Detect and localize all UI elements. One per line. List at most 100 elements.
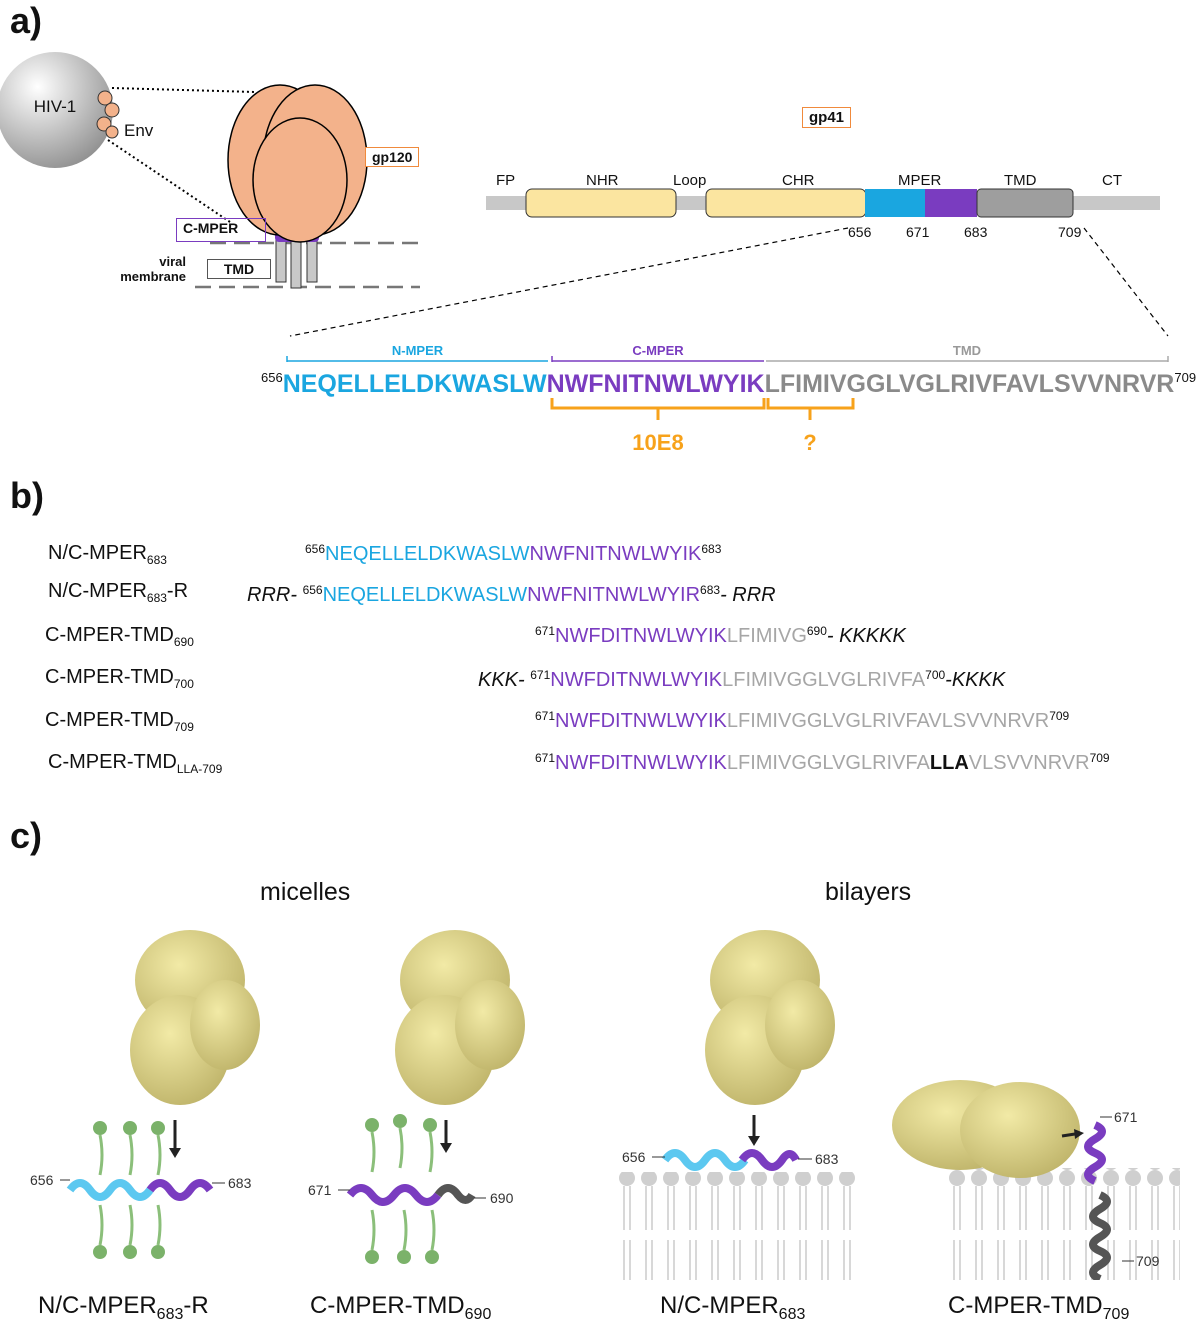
gp120-label: gp120 — [365, 147, 420, 167]
seq-prefix: KKK- — [478, 669, 525, 691]
bilayer-3 — [618, 1172, 860, 1280]
tick-683-a: 683 — [228, 1175, 252, 1191]
seq-suffix: - KKKKK — [826, 625, 906, 647]
peptide-name-text: C-MPER-TMD — [45, 709, 174, 731]
peptide-name: N/C-MPER683-R — [48, 580, 188, 605]
seq-tmd: LFIMIVGGLVGLRIVFA — [722, 669, 926, 691]
peptide-name-text: C-MPER-TMD — [45, 624, 174, 646]
micelles-heading: micelles — [260, 878, 351, 906]
bilayers-heading: bilayers — [825, 878, 912, 906]
region-nmper: N-MPER — [391, 343, 444, 358]
peptide-name-sub: 683 — [146, 553, 167, 567]
seq-cmper: NWFDITNWLWYIK — [555, 625, 727, 647]
seq-sup-start: 671 — [530, 668, 551, 682]
peptide-name-suffix: -R — [166, 580, 189, 602]
panel-label-a: a) — [10, 0, 43, 41]
viral-word: viral — [159, 254, 186, 269]
seq-end: 709 — [1174, 370, 1197, 385]
domain-tmd: TMD — [1004, 172, 1037, 189]
seq-sup-end: 690 — [806, 624, 827, 638]
virus-label: HIV-1 — [33, 97, 77, 116]
seq-cmper: NWFNITNWLWYIK — [529, 543, 702, 565]
peptide-name-text: C-MPER-TMD — [48, 751, 177, 773]
seq-sup-start: 671 — [535, 751, 556, 765]
seq-cmper: NWFDITNWLWYIK — [550, 669, 723, 691]
seq-tmd-rest: VLSVVNRVR — [968, 752, 1090, 774]
caption-text: C-MPER-TMD — [310, 1292, 465, 1319]
peptide-name-sub: 690 — [173, 635, 194, 649]
caption-sub: 709 — [1102, 1306, 1130, 1323]
region-cmper: C-MPER — [632, 343, 684, 358]
caption-text: N/C-MPER — [38, 1292, 157, 1319]
zoom-dash-left — [289, 227, 849, 337]
peptide-sequence: KKK- 671NWFDITNWLWYIKLFIMIVGGLVGLRIVFA70… — [478, 668, 1005, 692]
tick-671-b: 671 — [1114, 1109, 1138, 1125]
pos-656: 656 — [848, 224, 872, 240]
tmd-box-label: TMD — [207, 259, 271, 279]
peptide-name: C-MPER-TMD700 — [45, 666, 194, 691]
caption-4: C-MPER-TMD709 — [948, 1292, 1129, 1324]
seq-cmper: NWFNITNWLWYIR — [527, 584, 701, 606]
caption-sub: 683 — [778, 1306, 806, 1323]
peptide-name-sub: 683 — [146, 591, 167, 605]
peptide-sequence: 656NEQELLELDKWASLWNWFNITNWLWYIK683 — [305, 542, 721, 566]
tick-683-b: 683 — [815, 1151, 839, 1167]
bilayer-4 — [948, 1168, 1180, 1280]
epitope-bracket-10e8 — [550, 398, 766, 420]
seq-tmd: LFIMIVGGLVGLRIVFAVLSVVNRVR — [764, 370, 1175, 398]
panel-a-graphics — [0, 52, 1169, 420]
epitope-10e8: 10E8 — [632, 430, 684, 455]
seq-start: 656 — [261, 370, 283, 385]
seq-sup-end: 683 — [701, 542, 722, 556]
peptide-name-text: N/C-MPER — [48, 580, 147, 602]
seq-prefix: RRR- — [247, 584, 297, 606]
domain-fp: FP — [496, 172, 516, 189]
peptide-sequence: RRR- 656NEQELLELDKWASLWNWFNITNWLWYIR683-… — [247, 583, 776, 607]
domain-mper: MPER — [898, 172, 942, 189]
peptide-name: C-MPER-TMD690 — [45, 624, 194, 649]
tick-690: 690 — [490, 1190, 514, 1206]
tmd-domain — [976, 188, 1074, 218]
seq-sup-end: 683 — [700, 583, 721, 597]
seq-sup-start: 656 — [302, 583, 323, 597]
domain-loop: Loop — [673, 172, 707, 189]
seq-tmd: LFIMIVGGLVGLRIVFAVLSVVNRVR — [726, 710, 1050, 732]
seq-suffix: - RRR — [720, 584, 776, 606]
seq-cmper: NWFDITNWLWYIK — [555, 710, 727, 732]
domain-chr: CHR — [782, 172, 815, 189]
seq-tmd: LFIMIVGGLVGLRIVFA — [726, 752, 930, 774]
env-spikes — [96, 90, 120, 139]
caption-text: N/C-MPER — [660, 1292, 779, 1319]
caption-suffix: -R — [183, 1292, 209, 1319]
zoom-dash-right — [1083, 227, 1169, 337]
pos-671: 671 — [906, 224, 930, 240]
fab-10e8-4 — [892, 1080, 1080, 1178]
region-tmd: TMD — [952, 343, 982, 358]
peptide-name: N/C-MPER683 — [48, 542, 167, 567]
nhr-domain — [525, 188, 677, 218]
peptide-sequence: 671NWFDITNWLWYIKLFIMIVGGLVGLRIVFAVLSVVNR… — [535, 709, 1069, 733]
env-label: Env — [124, 121, 154, 140]
cmper-box-label: C-MPER — [176, 218, 266, 242]
fab-10e8-1 — [130, 930, 260, 1105]
caption-2: C-MPER-TMD690 — [310, 1292, 491, 1324]
seq-sup-start: 671 — [535, 624, 556, 638]
panel-label-c: c) — [10, 815, 43, 856]
seq-mutation: LLA — [929, 752, 969, 774]
seq-sup-end: 709 — [1089, 751, 1110, 765]
peptide-sequence: 671NWFDITNWLWYIKLFIMIVGGLVGLRIVFALLAVLSV… — [535, 751, 1110, 775]
seq-sup-end: 700 — [925, 668, 946, 682]
fab-10e8-3 — [705, 930, 835, 1105]
seq-tmd: LFIMIVG — [726, 625, 807, 647]
gp41-sequence: 656NEQELLELDKWASLWNWFNITNWLWYIKLFIMIVGGL… — [261, 370, 1196, 399]
gp41-label: gp41 — [802, 107, 852, 128]
nmper-domain — [865, 189, 925, 217]
zoom-line-top — [111, 87, 256, 93]
viral-membrane-label: viral membrane — [110, 254, 186, 284]
caption-1: N/C-MPER683-R — [38, 1292, 209, 1324]
seq-cmper: NWFNITNWLWYIK — [546, 370, 765, 398]
caption-text: C-MPER-TMD — [948, 1292, 1103, 1319]
pos-683: 683 — [964, 224, 988, 240]
peptide-name-sub: LLA-709 — [176, 762, 223, 776]
peptide-name: C-MPER-TMDLLA-709 — [48, 751, 222, 776]
